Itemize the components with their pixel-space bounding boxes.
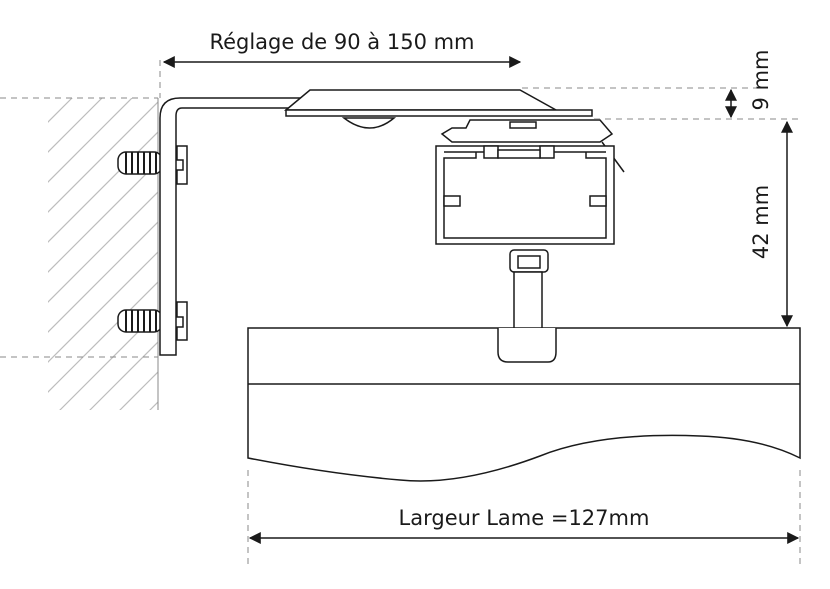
adjustment-label: Réglage de 90 à 150 mm xyxy=(209,30,474,54)
dimension-adjustment: Réglage de 90 à 150 mm xyxy=(162,30,522,68)
slider-plate xyxy=(283,89,593,129)
slat-width-label: Largeur Lame =127mm xyxy=(399,506,650,530)
slat xyxy=(247,327,801,565)
height-label: 42 mm xyxy=(749,185,773,259)
dimension-gap: 9 mm xyxy=(522,50,800,120)
screw-top xyxy=(117,145,188,185)
gap-label: 9 mm xyxy=(749,50,773,111)
wall xyxy=(0,60,161,410)
rail-profile xyxy=(435,119,625,245)
dimension-height: 42 mm xyxy=(749,120,793,328)
dimension-slat-width: Largeur Lame =127mm xyxy=(248,506,800,544)
